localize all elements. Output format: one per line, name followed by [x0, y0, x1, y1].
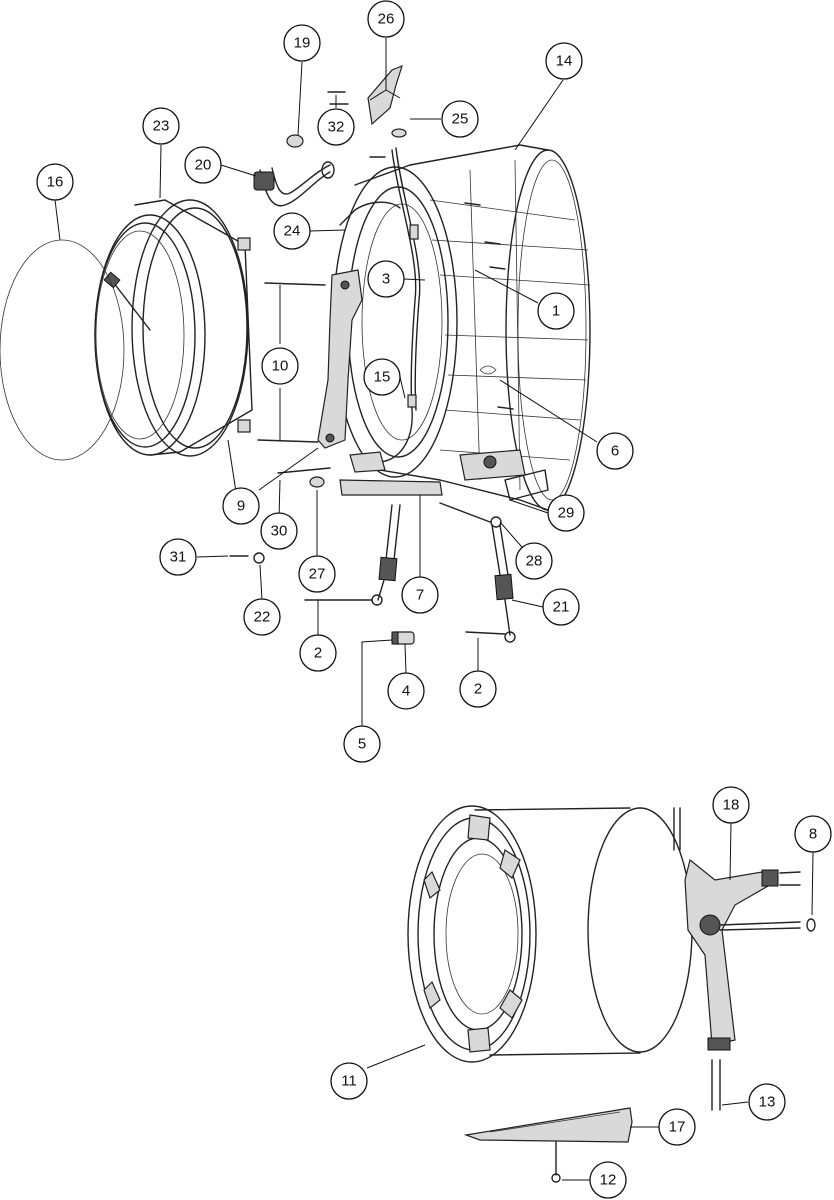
- callout-23[interactable]: 23: [142, 107, 180, 145]
- svg-text:6: 6: [611, 443, 619, 460]
- grommet-part-19: [286, 134, 304, 148]
- svg-text:12: 12: [600, 1172, 617, 1189]
- svg-text:2: 2: [474, 681, 482, 698]
- callout-26[interactable]: 26: [367, 0, 405, 38]
- svg-text:17: 17: [669, 1119, 686, 1136]
- svg-text:16: 16: [47, 174, 64, 191]
- callout-20[interactable]: 20: [184, 146, 222, 184]
- callout-21[interactable]: 21: [542, 588, 580, 626]
- callout-15[interactable]: 15: [363, 358, 401, 396]
- svg-text:5: 5: [358, 736, 366, 753]
- callout-11[interactable]: 11: [330, 1062, 368, 1100]
- callout-6[interactable]: 6: [596, 432, 634, 470]
- callout-16[interactable]: 16: [36, 163, 74, 201]
- svg-text:3: 3: [382, 271, 390, 288]
- callout-29[interactable]: 29: [547, 494, 585, 532]
- callout-8[interactable]: 8: [794, 815, 832, 853]
- hose-part-20: [253, 161, 335, 207]
- hinge-bracket-part-3: [317, 269, 363, 449]
- svg-text:2: 2: [314, 645, 322, 662]
- svg-text:32: 32: [328, 119, 345, 136]
- callout-27[interactable]: 27: [298, 555, 336, 593]
- svg-text:8: 8: [809, 826, 817, 843]
- callout-28[interactable]: 28: [515, 542, 553, 580]
- svg-text:9: 9: [237, 498, 245, 515]
- callout-13[interactable]: 13: [748, 1083, 786, 1121]
- svg-text:30: 30: [271, 523, 288, 540]
- svg-text:27: 27: [309, 566, 326, 583]
- svg-text:13: 13: [759, 1094, 776, 1111]
- callout-17[interactable]: 17: [658, 1108, 696, 1146]
- callout-22[interactable]: 22: [243, 598, 281, 636]
- callout-5[interactable]: 5: [343, 725, 381, 763]
- callout-30[interactable]: 30: [260, 512, 298, 550]
- callout-14[interactable]: 14: [545, 42, 583, 80]
- svg-text:20: 20: [195, 157, 212, 174]
- callout-31[interactable]: 31: [159, 538, 197, 576]
- svg-text:21: 21: [553, 599, 570, 616]
- svg-text:19: 19: [294, 35, 311, 52]
- svg-text:24: 24: [284, 223, 301, 240]
- callout-10[interactable]: 10: [261, 347, 299, 385]
- svg-text:15: 15: [374, 369, 391, 386]
- svg-text:11: 11: [341, 1073, 357, 1090]
- bushing-part-4: [391, 631, 415, 645]
- callout-7[interactable]: 7: [401, 576, 439, 614]
- lifter-part-17: [463, 1107, 633, 1183]
- cap-part-25: [391, 128, 407, 138]
- callout-19[interactable]: 19: [283, 24, 321, 62]
- callout-4[interactable]: 4: [387, 672, 425, 710]
- fasteners-upper: [229, 91, 506, 635]
- svg-text:14: 14: [556, 53, 573, 70]
- svg-text:18: 18: [723, 797, 740, 814]
- door-glass-part-16: [0, 239, 125, 461]
- svg-text:29: 29: [558, 505, 575, 522]
- callout-24[interactable]: 24: [273, 212, 311, 250]
- counterweight-part-7: [339, 451, 443, 496]
- leader-lines: [54, 38, 814, 1181]
- callout-3[interactable]: 3: [367, 260, 405, 298]
- callout-32[interactable]: 32: [317, 108, 355, 146]
- bellows-seal-part-23: [94, 199, 253, 457]
- callout-12[interactable]: 12: [589, 1161, 627, 1199]
- svg-text:31: 31: [170, 549, 187, 566]
- callout-2-right[interactable]: 2: [459, 670, 497, 708]
- bracket-part-26: [367, 64, 403, 126]
- callout-9[interactable]: 9: [222, 487, 260, 525]
- tub-bottom-bracket: [459, 449, 549, 501]
- spider-part-18: [673, 807, 816, 1111]
- shock-absorber-right-part-21: [490, 516, 516, 643]
- svg-text:10: 10: [272, 358, 289, 375]
- clamp-part-24: [339, 201, 401, 226]
- callout-2-left[interactable]: 2: [299, 634, 337, 672]
- svg-text:7: 7: [416, 587, 424, 604]
- callout-1[interactable]: 1: [537, 292, 575, 330]
- wire-harness-part-15: [379, 147, 421, 463]
- inner-drum-part-11: [407, 805, 693, 1063]
- svg-text:26: 26: [378, 11, 395, 28]
- callout-25[interactable]: 25: [441, 100, 479, 138]
- svg-text:23: 23: [153, 118, 170, 135]
- callouts: 26 19 14 32 25 23 20 16 24 3 1 10 15 6 9…: [36, 0, 832, 1199]
- callout-18[interactable]: 18: [712, 786, 750, 824]
- svg-text:25: 25: [452, 111, 469, 128]
- svg-text:4: 4: [402, 683, 410, 700]
- shock-absorber-left-part-21: [371, 504, 401, 606]
- svg-text:22: 22: [254, 609, 271, 626]
- svg-text:1: 1: [552, 303, 560, 320]
- svg-text:28: 28: [526, 553, 543, 570]
